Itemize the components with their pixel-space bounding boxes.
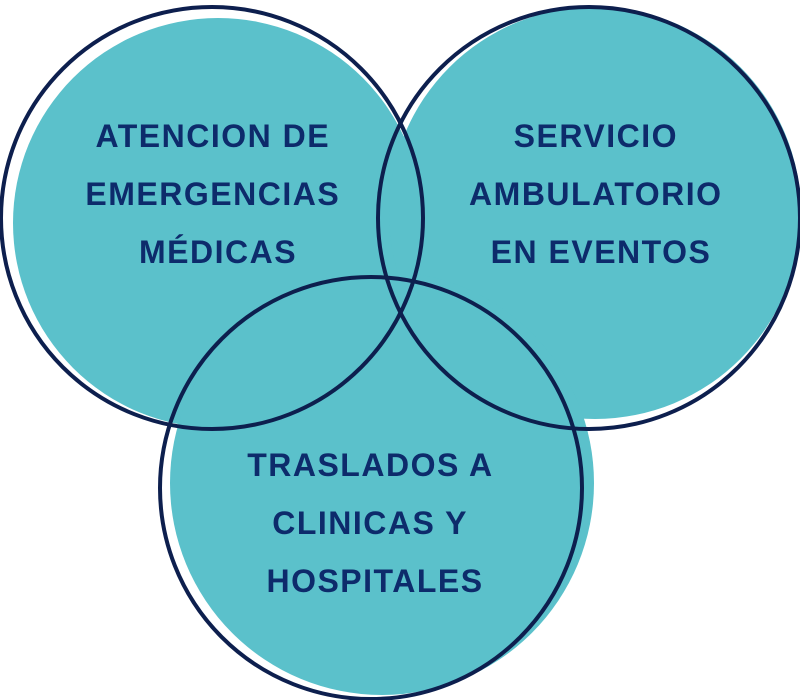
label-emergencias-line-3: MÉDICAS — [139, 234, 297, 270]
circle-outlines — [0, 5, 800, 700]
label-emergencias-line-2: EMERGENCIAS — [85, 176, 340, 212]
label-traslados: TRASLADOS A CLINICAS Y HOSPITALES — [247, 447, 503, 599]
label-eventos: SERVICIO AMBULATORIO EN EVENTOS — [469, 118, 733, 270]
label-traslados-line-2: CLINICAS Y — [272, 505, 467, 541]
circle-outline-traslados — [158, 275, 584, 700]
circle-fills — [13, 7, 800, 695]
circle-fill-traslados — [170, 271, 594, 695]
label-traslados-line-3: HOSPITALES — [266, 563, 483, 599]
label-traslados-line-1: TRASLADOS A — [247, 447, 492, 483]
label-eventos-line-2: AMBULATORIO — [469, 176, 723, 212]
circle-outline-eventos — [376, 5, 800, 431]
label-emergencias: ATENCION DE EMERGENCIAS MÉDICAS — [85, 118, 350, 270]
label-eventos-line-1: SERVICIO — [514, 118, 678, 154]
label-eventos-line-3: EN EVENTOS — [491, 234, 712, 270]
label-emergencias-line-1: ATENCION DE — [96, 118, 331, 154]
circle-outline-emergencias — [0, 5, 425, 431]
